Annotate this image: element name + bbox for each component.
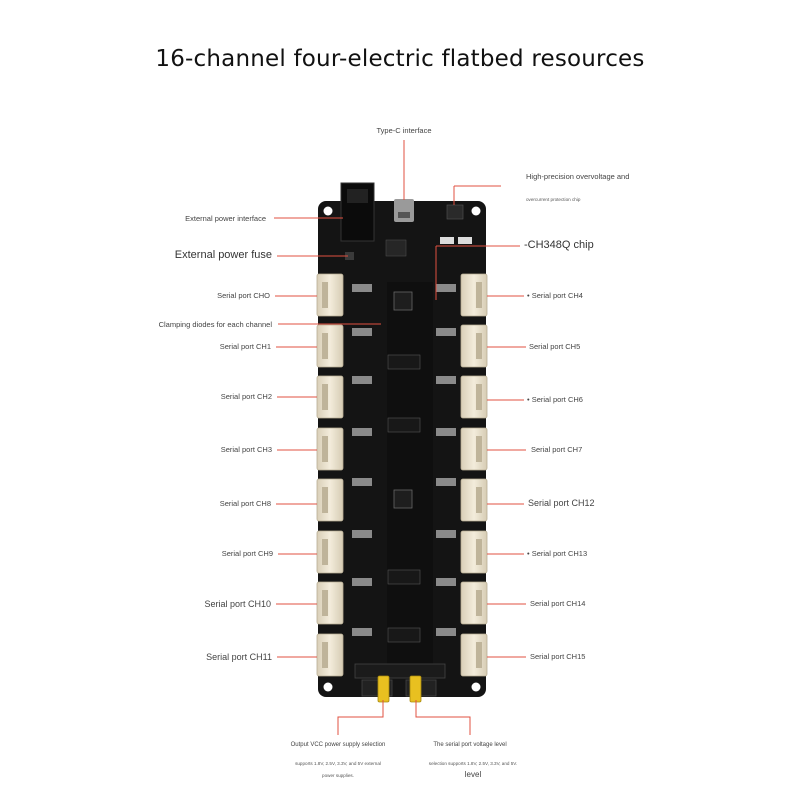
- jst-connector-ch10: [316, 581, 344, 625]
- label-port-right: Serial port CH15: [530, 652, 586, 661]
- label-port-left: Serial port CHO: [217, 291, 270, 300]
- jst-connector-ch9: [316, 530, 344, 574]
- level-shifter-chip: [387, 354, 421, 370]
- jst-connector-ch7: [460, 427, 488, 471]
- label-protection-chip-1: High-precision overvoltage and: [526, 172, 630, 181]
- level-jumper: [409, 675, 422, 703]
- type-c-connector: [394, 199, 414, 222]
- label-port-left: Serial port CH9: [221, 549, 273, 558]
- label-port-right: Serial port CH5: [529, 342, 581, 351]
- jst-connector-ch1: [316, 324, 344, 368]
- label-port-right: • Serial port CH6: [527, 395, 583, 404]
- jst-connector-ch12: [460, 478, 488, 522]
- ch348q-chip: [393, 291, 413, 311]
- label-clamping-diodes: Clamping diodes for each channel: [158, 320, 272, 329]
- label-port-right: Serial port CH14: [530, 599, 586, 608]
- label-protection-chip-2: overcurrent protection chip: [526, 197, 581, 202]
- label-vcc-select-2: supports 1.8V, 2.5V, 3.3V, and 5V extern…: [295, 761, 381, 766]
- label-external-power-fuse: External power fuse: [174, 249, 272, 261]
- label-vcc-select-3: power supplies.: [322, 773, 354, 778]
- jst-connector-ch6: [460, 375, 488, 419]
- label-ch348q-chip: -CH348Q chip: [524, 239, 594, 251]
- label-level-select-2: selection supports 1.8V, 2.5V, 3.3V, and…: [428, 761, 518, 766]
- callout-lines: [274, 140, 526, 735]
- page-title: 16-channel four-electric flatbed resourc…: [155, 46, 645, 72]
- label-port-left: Serial port CH10: [204, 599, 271, 609]
- label-port-left: Serial port CH2: [220, 392, 272, 401]
- jst-connector-ch13: [460, 530, 488, 574]
- level-shifter-chip: [387, 627, 421, 643]
- mounting-hole: [471, 206, 481, 216]
- label-port-right: • Serial port CH4: [527, 291, 583, 300]
- jst-connector-ch8: [316, 478, 344, 522]
- label-port-left: Serial port CH11: [206, 652, 272, 662]
- jst-connector-ch0: [316, 273, 344, 317]
- label-vcc-select-1: Output VCC power supply selection: [290, 742, 386, 748]
- jst-connector-ch14: [460, 581, 488, 625]
- ch348q-chip: [393, 489, 413, 509]
- label-port-right: • Serial port CH13: [527, 549, 588, 558]
- mounting-hole: [471, 682, 481, 692]
- label-external-power-interface: External power interface: [185, 214, 266, 223]
- label-level-select-1: The serial port voltage level: [433, 742, 507, 748]
- jst-connector-ch2: [316, 375, 344, 419]
- label-port-left: Serial port CH1: [219, 342, 271, 351]
- label-port-right: Serial port CH7: [531, 445, 583, 454]
- pin-header: [354, 663, 446, 679]
- jst-connector-ch15: [460, 633, 488, 677]
- jst-connector-ch5: [460, 324, 488, 368]
- label-level-select-3: level: [464, 770, 482, 779]
- level-shifter-chip: [387, 417, 421, 433]
- clamping-diode-group: [352, 284, 456, 636]
- label-port-left: Serial port CH8: [219, 499, 271, 508]
- label-port-right: Serial port CH12: [528, 498, 595, 508]
- jst-connector-ch11: [316, 633, 344, 677]
- vcc-jumper: [377, 675, 390, 703]
- mounting-hole: [323, 682, 333, 692]
- mounting-hole: [323, 206, 333, 216]
- power-fuse: [345, 252, 354, 260]
- jst-connector-ch4: [460, 273, 488, 317]
- jst-connector-ch3: [316, 427, 344, 471]
- label-type-c: Type-C interface: [376, 126, 432, 135]
- label-port-left: Serial port CH3: [220, 445, 272, 454]
- level-shifter-chip: [387, 569, 421, 585]
- protection-chip: [446, 204, 464, 220]
